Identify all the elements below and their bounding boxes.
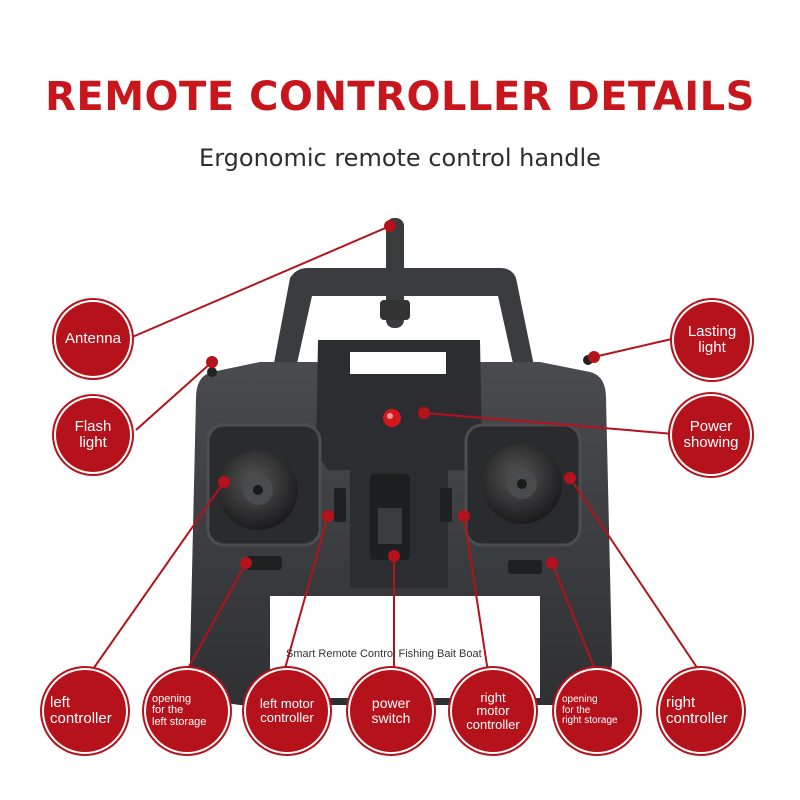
- center-panel: [316, 340, 482, 588]
- label-flash-light-text: Flash light: [74, 418, 112, 451]
- label-left-motor-controller: left motor controller: [246, 670, 328, 752]
- label-right-motor-controller: right motor controller: [452, 670, 534, 752]
- right-motor-trim[interactable]: [440, 488, 452, 522]
- label-lasting-light: Lasting light: [674, 302, 750, 378]
- label-lasting-light-text: Lasting light: [687, 323, 737, 356]
- label-power-showing: Power showing: [672, 396, 750, 474]
- label-left-motor-controller-text: left motor controller: [259, 696, 315, 725]
- label-right-controller: right controller: [660, 670, 742, 752]
- leader-lines: [83, 220, 701, 683]
- label-opening-right-storage-text: opening for the right storage: [562, 694, 618, 727]
- page-subtitle: Ergonomic remote control handle: [199, 144, 601, 172]
- label-power-switch: power switch: [350, 670, 432, 752]
- left-motor-trim[interactable]: [334, 488, 346, 522]
- label-flash-light: Flash light: [56, 398, 130, 472]
- label-antenna: Antenna: [56, 302, 130, 376]
- label-opening-left-storage: opening for the left storage: [146, 670, 228, 752]
- label-power-switch-text: power switch: [371, 695, 411, 726]
- flash-light-lens: [207, 367, 217, 377]
- label-left-controller-text: left controller: [50, 694, 112, 727]
- label-opening-right-storage: opening for the right storage: [556, 670, 638, 752]
- label-left-controller: left controller: [44, 670, 126, 752]
- left-storage-slider[interactable]: [246, 556, 282, 570]
- page-title: REMOTE CONTROLLER DETAILS: [45, 74, 755, 120]
- label-power-showing-text: Power showing: [683, 418, 739, 451]
- label-right-controller-text: right controller: [666, 694, 728, 727]
- controller-brand-text: Smart Remote Control Fishing Bait Boat: [286, 648, 482, 660]
- bottom-opening: [270, 596, 540, 698]
- display-window: [350, 352, 446, 374]
- label-antenna-text: Antenna: [65, 330, 121, 348]
- label-right-motor-controller-text: right motor controller: [466, 689, 520, 732]
- label-opening-left-storage-text: opening for the left storage: [152, 692, 207, 728]
- right-storage-slider[interactable]: [508, 560, 542, 574]
- carry-handle: [268, 268, 540, 395]
